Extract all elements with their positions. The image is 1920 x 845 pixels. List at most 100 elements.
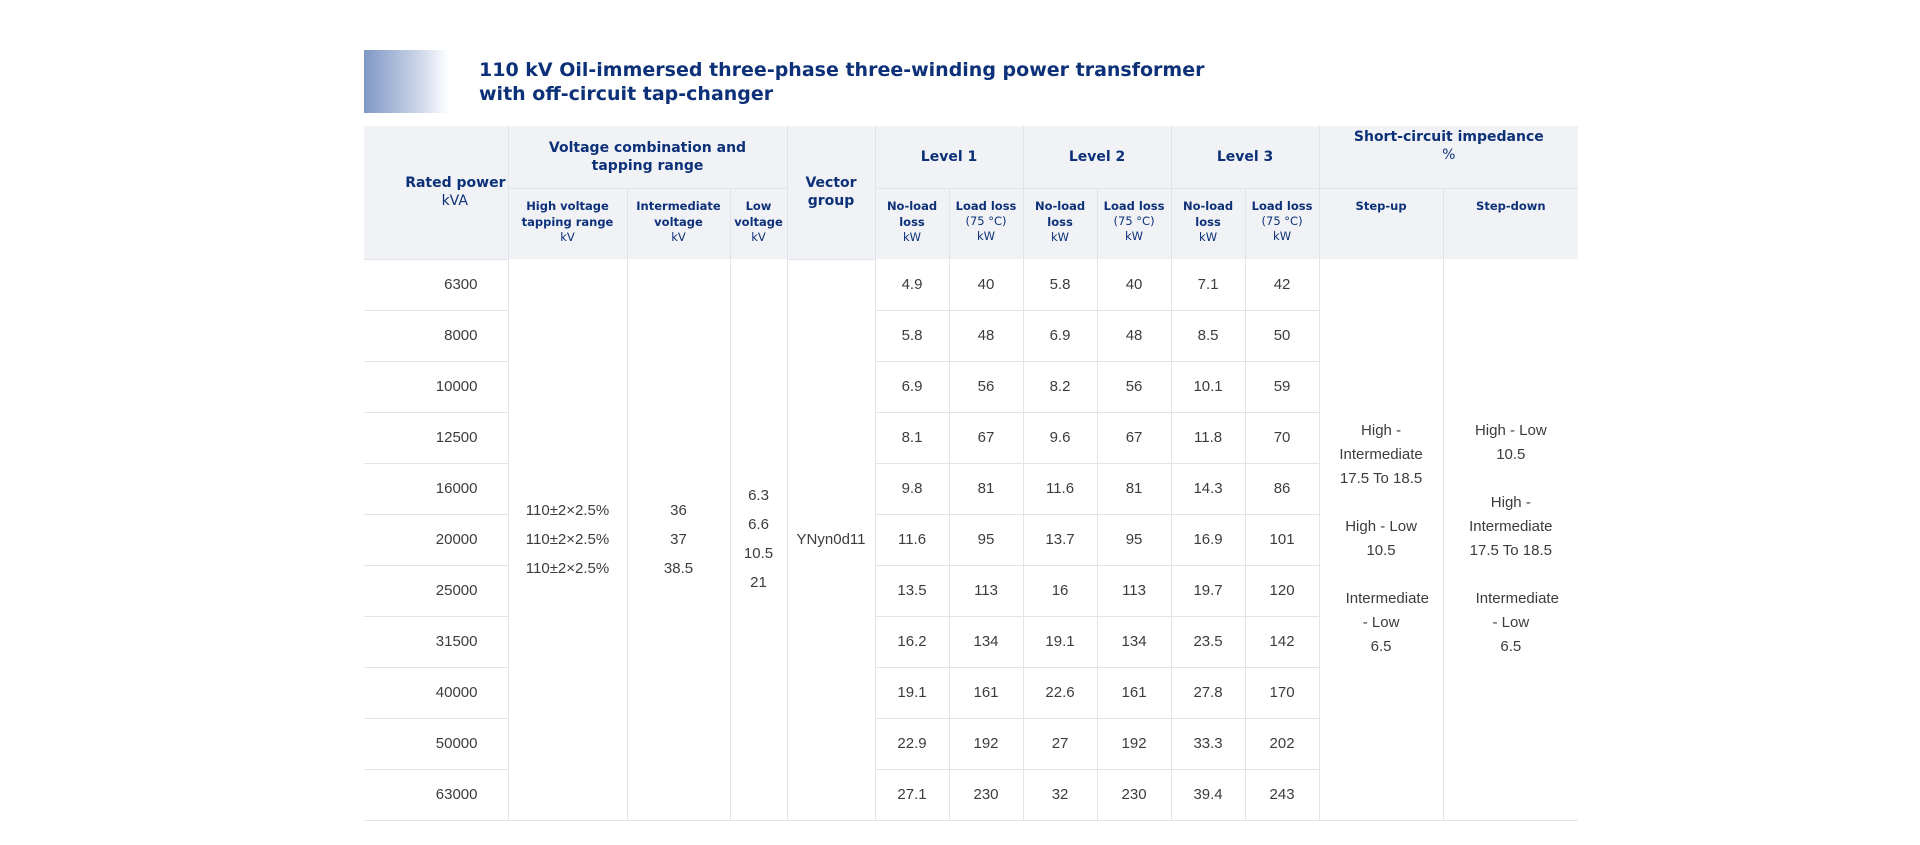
header-l3-no-load-loss: No-load loss kW <box>1170 188 1246 259</box>
cell-l2-no-load: 11.6 <box>1022 463 1098 515</box>
cell-l3-load: 50 <box>1244 310 1320 362</box>
cell-l2-load: 48 <box>1096 310 1172 362</box>
cell-l2-load: 161 <box>1096 667 1172 719</box>
cell-l3-load: 86 <box>1244 463 1320 515</box>
cell-l1-no-load: 13.5 <box>874 565 950 617</box>
header-high-voltage: High voltage tapping range kV <box>507 188 627 259</box>
cell-rated-power: 16000 <box>364 463 508 515</box>
cell-l1-load: 48 <box>948 310 1024 362</box>
cell-l3-no-load: 39.4 <box>1170 769 1246 821</box>
table-row: 6300 110±2×2.5% 110±2×2.5% 110±2×2.5% 36… <box>364 259 1579 821</box>
cell-l2-no-load: 6.9 <box>1022 310 1098 362</box>
header-step-down: Step-down <box>1442 188 1579 259</box>
cell-rated-power: 20000 <box>364 514 508 566</box>
cell-l1-no-load: 5.8 <box>874 310 950 362</box>
cell-l1-load: 230 <box>948 769 1024 821</box>
cell-l3-no-load: 23.5 <box>1170 616 1246 668</box>
cell-high-voltage-range: 110±2×2.5% 110±2×2.5% 110±2×2.5% <box>507 259 627 821</box>
cell-l2-load: 134 <box>1096 616 1172 668</box>
header-l1-no-load-loss: No-load loss kW <box>874 188 950 259</box>
cell-l1-no-load: 16.2 <box>874 616 950 668</box>
cell-rated-power: 63000 <box>364 769 508 821</box>
page-title: 110 kV Oil-immersed three-phase three-wi… <box>479 58 1204 106</box>
cell-l3-load: 142 <box>1244 616 1320 668</box>
cell-l2-load: 81 <box>1096 463 1172 515</box>
unit-kva: kVA <box>441 193 468 210</box>
cell-l3-no-load: 7.1 <box>1170 259 1246 311</box>
header-low-voltage: Low voltage kV <box>729 188 788 259</box>
cell-l1-load: 81 <box>948 463 1024 515</box>
cell-l3-load: 42 <box>1244 259 1320 311</box>
cell-l1-no-load: 11.6 <box>874 514 950 566</box>
cell-l3-no-load: 33.3 <box>1170 718 1246 770</box>
title-line-2: with off-circuit tap-changer <box>479 83 774 105</box>
cell-low-voltage: 6.3 6.6 10.5 21 <box>729 259 788 821</box>
header-l2-no-load-loss: No-load loss kW <box>1022 188 1098 259</box>
header-voltage-combination: Voltage combination and tapping range <box>507 126 788 189</box>
cell-l2-no-load: 9.6 <box>1022 412 1098 464</box>
cell-l2-load: 40 <box>1096 259 1172 311</box>
cell-l1-no-load: 9.8 <box>874 463 950 515</box>
cell-l3-no-load: 10.1 <box>1170 361 1246 413</box>
cell-l3-load: 70 <box>1244 412 1320 464</box>
cell-l3-no-load: 11.8 <box>1170 412 1246 464</box>
cell-l1-load: 192 <box>948 718 1024 770</box>
cell-vector-group: YNyn0d11 <box>786 259 876 821</box>
cell-l1-load: 161 <box>948 667 1024 719</box>
cell-l1-no-load: 27.1 <box>874 769 950 821</box>
header-intermediate-voltage: Intermediate voltage kV <box>626 188 730 259</box>
cell-l3-no-load: 19.7 <box>1170 565 1246 617</box>
spec-sheet: 110 kV Oil-immersed three-phase three-wi… <box>364 50 1579 821</box>
cell-l3-load: 120 <box>1244 565 1320 617</box>
cell-l3-no-load: 8.5 <box>1170 310 1246 362</box>
section-header: 110 kV Oil-immersed three-phase three-wi… <box>364 50 1578 126</box>
cell-l2-no-load: 16 <box>1022 565 1098 617</box>
cell-l2-no-load: 5.8 <box>1022 259 1098 311</box>
cell-l1-load: 67 <box>948 412 1024 464</box>
table-body: 6300 110±2×2.5% 110±2×2.5% 110±2×2.5% 36… <box>364 259 1579 821</box>
header-short-circuit-impedance: Short-circuit impedance % <box>1318 126 1579 189</box>
cell-l1-no-load: 4.9 <box>874 259 950 311</box>
header-step-up: Step-up <box>1318 188 1444 259</box>
cell-l3-no-load: 16.9 <box>1170 514 1246 566</box>
cell-rated-power: 25000 <box>364 565 508 617</box>
header-vector-group: Vector group <box>786 126 876 260</box>
header-rated-power: Rated power kVA <box>364 126 508 260</box>
unit-percent: % <box>1442 147 1456 163</box>
title-line-1: 110 kV Oil-immersed three-phase three-wi… <box>479 59 1205 81</box>
cell-l3-load: 59 <box>1244 361 1320 413</box>
cell-rated-power: 10000 <box>364 361 508 413</box>
cell-rated-power: 6300 <box>364 259 508 311</box>
cell-l1-load: 113 <box>948 565 1024 617</box>
cell-l2-load: 113 <box>1096 565 1172 617</box>
cell-rated-power: 50000 <box>364 718 508 770</box>
cell-l2-no-load: 13.7 <box>1022 514 1098 566</box>
cell-l1-load: 56 <box>948 361 1024 413</box>
cell-l2-load: 56 <box>1096 361 1172 413</box>
transformer-spec-table: Rated power kVA Voltage combination and … <box>364 126 1579 821</box>
cell-l2-no-load: 32 <box>1022 769 1098 821</box>
cell-l3-load: 170 <box>1244 667 1320 719</box>
cell-l1-no-load: 6.9 <box>874 361 950 413</box>
cell-l2-no-load: 27 <box>1022 718 1098 770</box>
header-level-3: Level 3 <box>1170 126 1320 189</box>
cell-rated-power: 12500 <box>364 412 508 464</box>
cell-l3-no-load: 14.3 <box>1170 463 1246 515</box>
cell-l3-load: 243 <box>1244 769 1320 821</box>
cell-l3-no-load: 27.8 <box>1170 667 1246 719</box>
header-level-2: Level 2 <box>1022 126 1172 189</box>
cell-l1-load: 95 <box>948 514 1024 566</box>
header-l1-load-loss: Load loss (75 °C) kW <box>948 188 1024 259</box>
header-l3-load-loss: Load loss (75 °C) kW <box>1244 188 1320 259</box>
cell-rated-power: 8000 <box>364 310 508 362</box>
cell-l2-no-load: 22.6 <box>1022 667 1098 719</box>
cell-intermediate-voltage: 36 37 38.5 <box>626 259 730 821</box>
cell-step-down-impedance: High - Low 10.5 High - Intermediate 17.5… <box>1442 259 1579 821</box>
